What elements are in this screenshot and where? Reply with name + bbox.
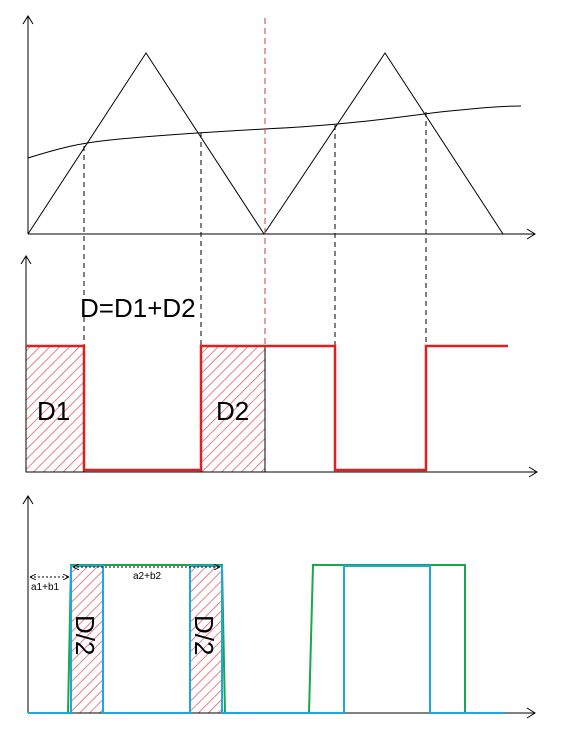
panel-split-output: a1+b1 a2+b2 D/2 D/2 [22,495,536,719]
panel-duty-output: D=D1+D2 D1 D2 [20,255,538,478]
red-pwm-wave [26,344,508,472]
duty-equation-label: D=D1+D2 [80,293,196,323]
d-half-left-region [70,564,104,714]
panel-carrier-reference [22,15,536,472]
panel1-y-arrowhead [22,15,34,25]
d-half-right-region [189,564,223,714]
panel3-y-arrowhead [22,495,34,505]
panel2-y-arrowhead [20,255,32,265]
panel3-x-arrowhead [526,707,536,719]
d2-label: D2 [216,396,249,426]
d1-hatched-region [25,345,85,473]
triangle-carrier [27,52,504,235]
d2-hatched-region [200,345,266,473]
d-half-right-label: D/2 [189,615,219,655]
gap-left-label: a1+b1 [31,582,60,593]
d-half-left-label: D/2 [70,615,100,655]
gap-right-label: a2+b2 [133,571,162,582]
d1-label: D1 [37,396,70,426]
panel2-x-arrowhead [528,466,538,478]
panel1-x-arrowhead [526,228,536,240]
reference-curve [27,105,522,159]
